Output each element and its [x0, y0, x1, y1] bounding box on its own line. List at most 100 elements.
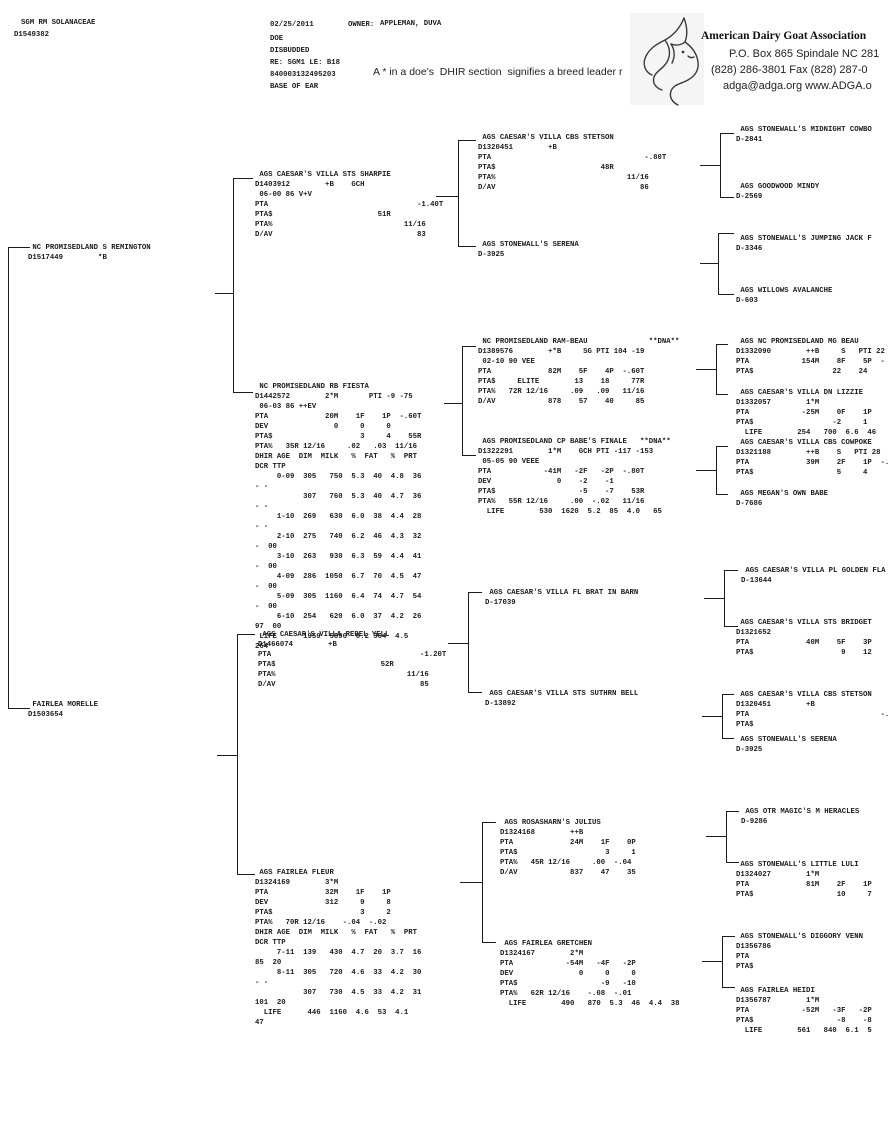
tree-line	[458, 246, 476, 247]
tree-line	[722, 738, 734, 739]
pedigree-node-jumping_jack: AGS STONEWALL'S JUMPING JACK F D-3346	[736, 235, 872, 253]
association-web: adga@adga.org www.ADGA.o	[723, 80, 872, 92]
tree-line	[482, 822, 483, 943]
tree-line	[462, 455, 476, 456]
tree-line	[233, 392, 253, 393]
tree-line	[702, 716, 722, 717]
tree-line	[724, 570, 738, 571]
tree-line	[726, 811, 739, 812]
pedigree-node-morelle: FAIRLEA MORELLE D1503654	[28, 701, 99, 719]
association-phone: (828) 286-3801 Fax (828) 287-0	[711, 64, 868, 76]
tree-line	[8, 247, 9, 709]
tree-line	[237, 634, 255, 635]
pedigree-node-julius: AGS ROSASHARN'S JULIUS D1324168 ++B PTA …	[500, 819, 636, 877]
pedigree-node-rebel_yell: AGS CAESAR'S VILLA REBEL YELL D1466074 +…	[258, 631, 447, 689]
tree-line	[724, 626, 738, 627]
tree-line	[8, 247, 30, 248]
pedigree-node-stetson_bottom: AGS CAESAR'S VILLA CBS STETSON D1320451 …	[736, 691, 888, 729]
tree-line	[215, 293, 233, 294]
tree-line	[718, 294, 734, 295]
tree-line	[462, 346, 476, 347]
pedigree-node-heidi: AGS FAIRLEA HEIDI D1356787 1*M PTA -52M …	[736, 987, 872, 1035]
tree-line	[720, 133, 721, 198]
tree-line	[468, 592, 469, 693]
pedigree-node-fleur: AGS FAIRLEA FLEUR D1324169 3*M PTA 32M 1…	[255, 869, 422, 1027]
tree-line	[722, 694, 723, 739]
dhir-breed-leader-note: A * in a doe's DHIR section signifies a …	[373, 66, 623, 78]
pedigree-node-fiesta: NC PROMISEDLAND RB FIESTA D1442572 2*M P…	[255, 383, 422, 651]
owner-name: APPLEMAN, DUVA	[380, 20, 442, 28]
adga-goat-logo	[643, 17, 699, 106]
subject-info-lines: DOE DISBUDDED RE: SGM1 LE: B18 840003132…	[270, 35, 341, 91]
pedigree-node-heracles: AGS OTR MAGIC'S M HERACLES D-9286	[741, 808, 860, 826]
pedigree-node-willows_avalanche: AGS WILLOWS AVALANCHE D-603	[736, 287, 833, 305]
tree-line	[716, 494, 728, 495]
tree-line	[720, 197, 734, 198]
tree-line	[468, 692, 482, 693]
tree-line	[233, 178, 253, 179]
pedigree-node-mg_beau: AGS NC PROMISEDLAND MG BEAU D1332090 ++B…	[736, 338, 885, 376]
tree-line	[8, 708, 30, 709]
tree-line	[716, 394, 728, 395]
tree-line	[722, 694, 734, 695]
pedigree-node-stetson_top: AGS CAESAR'S VILLA CBS STETSON D1320451 …	[478, 134, 667, 192]
tree-line	[716, 446, 728, 447]
tree-line	[237, 874, 255, 875]
pedigree-node-serena_top: AGS STONEWALL'S SERENA D-3925	[478, 241, 579, 259]
tree-line	[718, 233, 719, 295]
tree-line	[720, 133, 734, 134]
tree-line	[462, 346, 463, 456]
tree-line	[460, 882, 482, 883]
pedigree-node-little_luli: AGS STONEWALL'S LITTLE LULI D1324027 1*M…	[736, 861, 872, 899]
owner-label: OWNER:	[348, 21, 375, 29]
pedigree-node-babes_finale: AGS PROMISEDLAND CP BABE'S FINALE **DNA*…	[478, 438, 671, 516]
tree-line	[482, 942, 496, 943]
tree-line	[217, 755, 237, 756]
tree-line	[702, 961, 722, 962]
subject-name: SGM RM SOLANACEAE	[21, 19, 96, 27]
pedigree-node-goodwood_mindy: AGS GOODWOOD MINDY D-2569	[736, 183, 820, 201]
tree-line	[482, 822, 496, 823]
pedigree-node-megans_own_babe: AGS MEGAN'S OWN BABE D-7686	[736, 490, 828, 508]
pedigree-node-midnight_cowboy: AGS STONEWALL'S MIDNIGHT COWBO D-2841	[736, 126, 872, 144]
tree-line	[726, 862, 739, 863]
tree-line	[722, 936, 735, 937]
tree-line	[696, 470, 716, 471]
report-date: 02/25/2011	[270, 21, 314, 29]
pedigree-node-cowpoke: AGS CAESAR'S VILLA CBS COWPOKE D1321188 …	[736, 439, 888, 477]
tree-line	[704, 598, 724, 599]
logo-background	[630, 13, 704, 105]
pedigree-node-sharpie: AGS CAESAR'S VILLA STS SHARPIE D1403912 …	[255, 171, 444, 239]
tree-line	[716, 344, 717, 395]
tree-line	[726, 811, 727, 863]
tree-line	[696, 369, 716, 370]
tree-line	[237, 634, 238, 875]
tree-line	[444, 403, 462, 404]
tree-line	[716, 344, 728, 345]
tree-line	[436, 196, 458, 197]
tree-line	[718, 233, 734, 234]
tree-line	[706, 836, 726, 837]
tree-line	[458, 140, 459, 247]
tree-line	[722, 936, 723, 988]
pedigree-node-suthrn_bell: AGS CAESAR'S VILLA STS SUTHRN BELL D-138…	[485, 690, 639, 708]
pedigree-node-bridget: AGS CAESAR'S VILLA STS BRIDGET D1321652 …	[736, 619, 872, 657]
tree-line	[716, 446, 717, 495]
tree-line	[700, 165, 720, 166]
subject-id: D1549382	[14, 31, 50, 39]
pedigree-node-golden_flash: AGS CAESAR'S VILLA PL GOLDEN FLA D-13644	[741, 567, 886, 585]
tree-line	[233, 178, 234, 393]
pedigree-node-remington: NC PROMISEDLAND S REMINGTON D1517449 *B	[28, 244, 151, 262]
tree-line	[448, 643, 468, 644]
pedigree-node-brat_in_barn: AGS CAESAR'S VILLA FL BRAT IN BARN D-170…	[485, 589, 639, 607]
tree-line	[458, 140, 476, 141]
pedigree-node-gretchen: AGS FAIRLEA GRETCHEN D1324167 2*M PTA -5…	[500, 940, 680, 1008]
pedigree-node-diggory_venn: AGS STONEWALL'S DIGGORY VENN D1356786 PT…	[736, 933, 863, 971]
pedigree-node-ram_beau: NC PROMISEDLAND RAM-BEAU **DNA** D138957…	[478, 338, 680, 406]
association-address: P.O. Box 865 Spindale NC 281	[729, 48, 880, 60]
tree-line	[724, 570, 725, 627]
tree-line	[700, 263, 718, 264]
pedigree-node-serena_bottom: AGS STONEWALL'S SERENA D-3925	[736, 736, 837, 754]
association-name: American Dairy Goat Association	[701, 30, 867, 42]
tree-line	[468, 592, 482, 593]
